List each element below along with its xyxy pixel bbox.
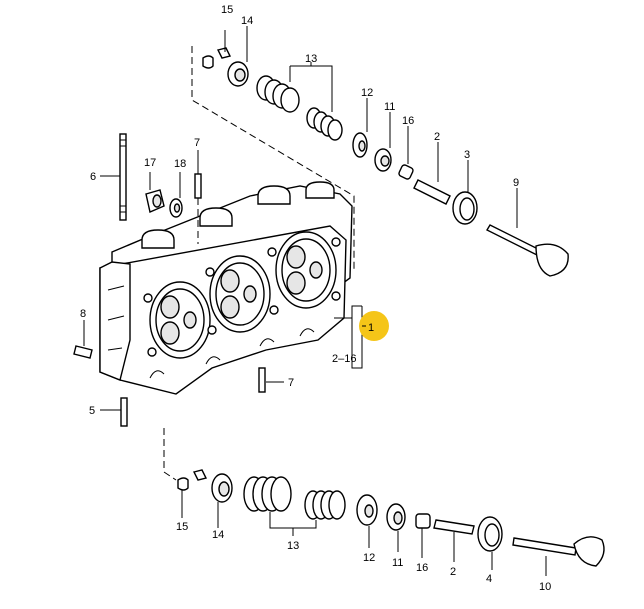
part-13-top-inner-spring: [306, 107, 343, 141]
callout-9-top: 9: [513, 177, 519, 189]
part-14-bottom-retainer: 14: [192, 469, 233, 541]
part-3-top-seat-ring: [452, 191, 478, 225]
callout-7-bottom: 7: [288, 377, 294, 389]
callout-12-top: 12: [361, 87, 373, 99]
callout-13-top: 13: [305, 53, 317, 65]
combustion-chamber-1: [149, 281, 211, 359]
part-4-bottom-seat-ring: 4: [477, 516, 503, 585]
part-9-valve: [486, 224, 569, 277]
callout-5: 5: [89, 405, 95, 417]
callout-1-group: 1 2–16: [332, 305, 389, 369]
highlight-circle-part-1: [359, 311, 389, 341]
top-valve-train: 15 14 13 12 11 16 2 3 9: [191, 4, 569, 277]
part-1-cylinder-head: [99, 181, 353, 395]
callout-18: 18: [174, 158, 186, 170]
callout-7-top: 7: [194, 137, 200, 149]
combustion-chamber-3: [275, 231, 337, 309]
callout-6: 6: [90, 171, 96, 183]
top-assembly-dashed-line: [191, 46, 355, 270]
part-5-stud: 5: [89, 397, 128, 427]
callout-11-top: 11: [384, 101, 395, 113]
callout-17: 17: [144, 157, 156, 169]
part-7-short-stud-top: 7: [194, 137, 202, 244]
callout-14-top: 14: [241, 15, 253, 27]
part-11-top-washer: [374, 148, 392, 172]
part-14-top-retainer: [216, 47, 249, 87]
part-13-top-outer-spring: [256, 75, 300, 113]
part-2-top-valve-guide: [413, 179, 451, 205]
callout-2-bottom: 2: [450, 566, 456, 578]
part-15-bottom-keeper: 15: [176, 477, 189, 533]
part-16-bottom-stem-seal: 16: [415, 513, 431, 574]
callout-11-bottom: 11: [392, 557, 403, 569]
part-15-top-keeper: [202, 55, 214, 69]
part-7-short-stud-bottom: 7: [258, 367, 294, 393]
callout-range-2-16: 2–16: [332, 353, 356, 365]
part-18-washer: 18: [169, 158, 186, 218]
callout-4-bottom: 4: [486, 573, 492, 585]
part-8-dowel-pin: 8: [73, 308, 93, 359]
callout-3-top: 3: [464, 149, 470, 161]
callout-16-top: 16: [402, 115, 414, 127]
combustion-chamber-2: [209, 255, 271, 333]
callout-14-bottom: 14: [212, 529, 224, 541]
bottom-valve-train: 15 14 13 12: [163, 428, 605, 593]
part-12-top-spring-seat: [352, 132, 368, 158]
callout-1: 1: [368, 322, 374, 334]
callout-16-bottom: 16: [416, 562, 428, 574]
callout-13-bottom: 13: [287, 540, 299, 552]
part-13-bottom-outer-spring: [243, 476, 292, 512]
callout-15-top: 15: [221, 4, 233, 16]
callout-8: 8: [80, 308, 86, 320]
part-6-long-stud: 6: [90, 133, 127, 221]
callout-12-bottom: 12: [363, 552, 375, 564]
part-16-top-stem-seal: [398, 164, 414, 180]
callout-2-top: 2: [434, 131, 440, 143]
bottom-assembly-dashed-line: [163, 428, 177, 481]
callout-10-bottom: 10: [539, 581, 551, 593]
part-2-bottom-valve-guide: 2: [433, 519, 475, 578]
part-17-bushing: 17: [144, 157, 165, 213]
part-11-bottom-washer: 11: [386, 503, 406, 569]
part-12-bottom-spring-seat: 12: [356, 494, 378, 564]
part-10-valve: 10: [512, 536, 605, 593]
part-13-bottom-inner-spring: [304, 490, 346, 520]
callout-15-bottom: 15: [176, 521, 188, 533]
